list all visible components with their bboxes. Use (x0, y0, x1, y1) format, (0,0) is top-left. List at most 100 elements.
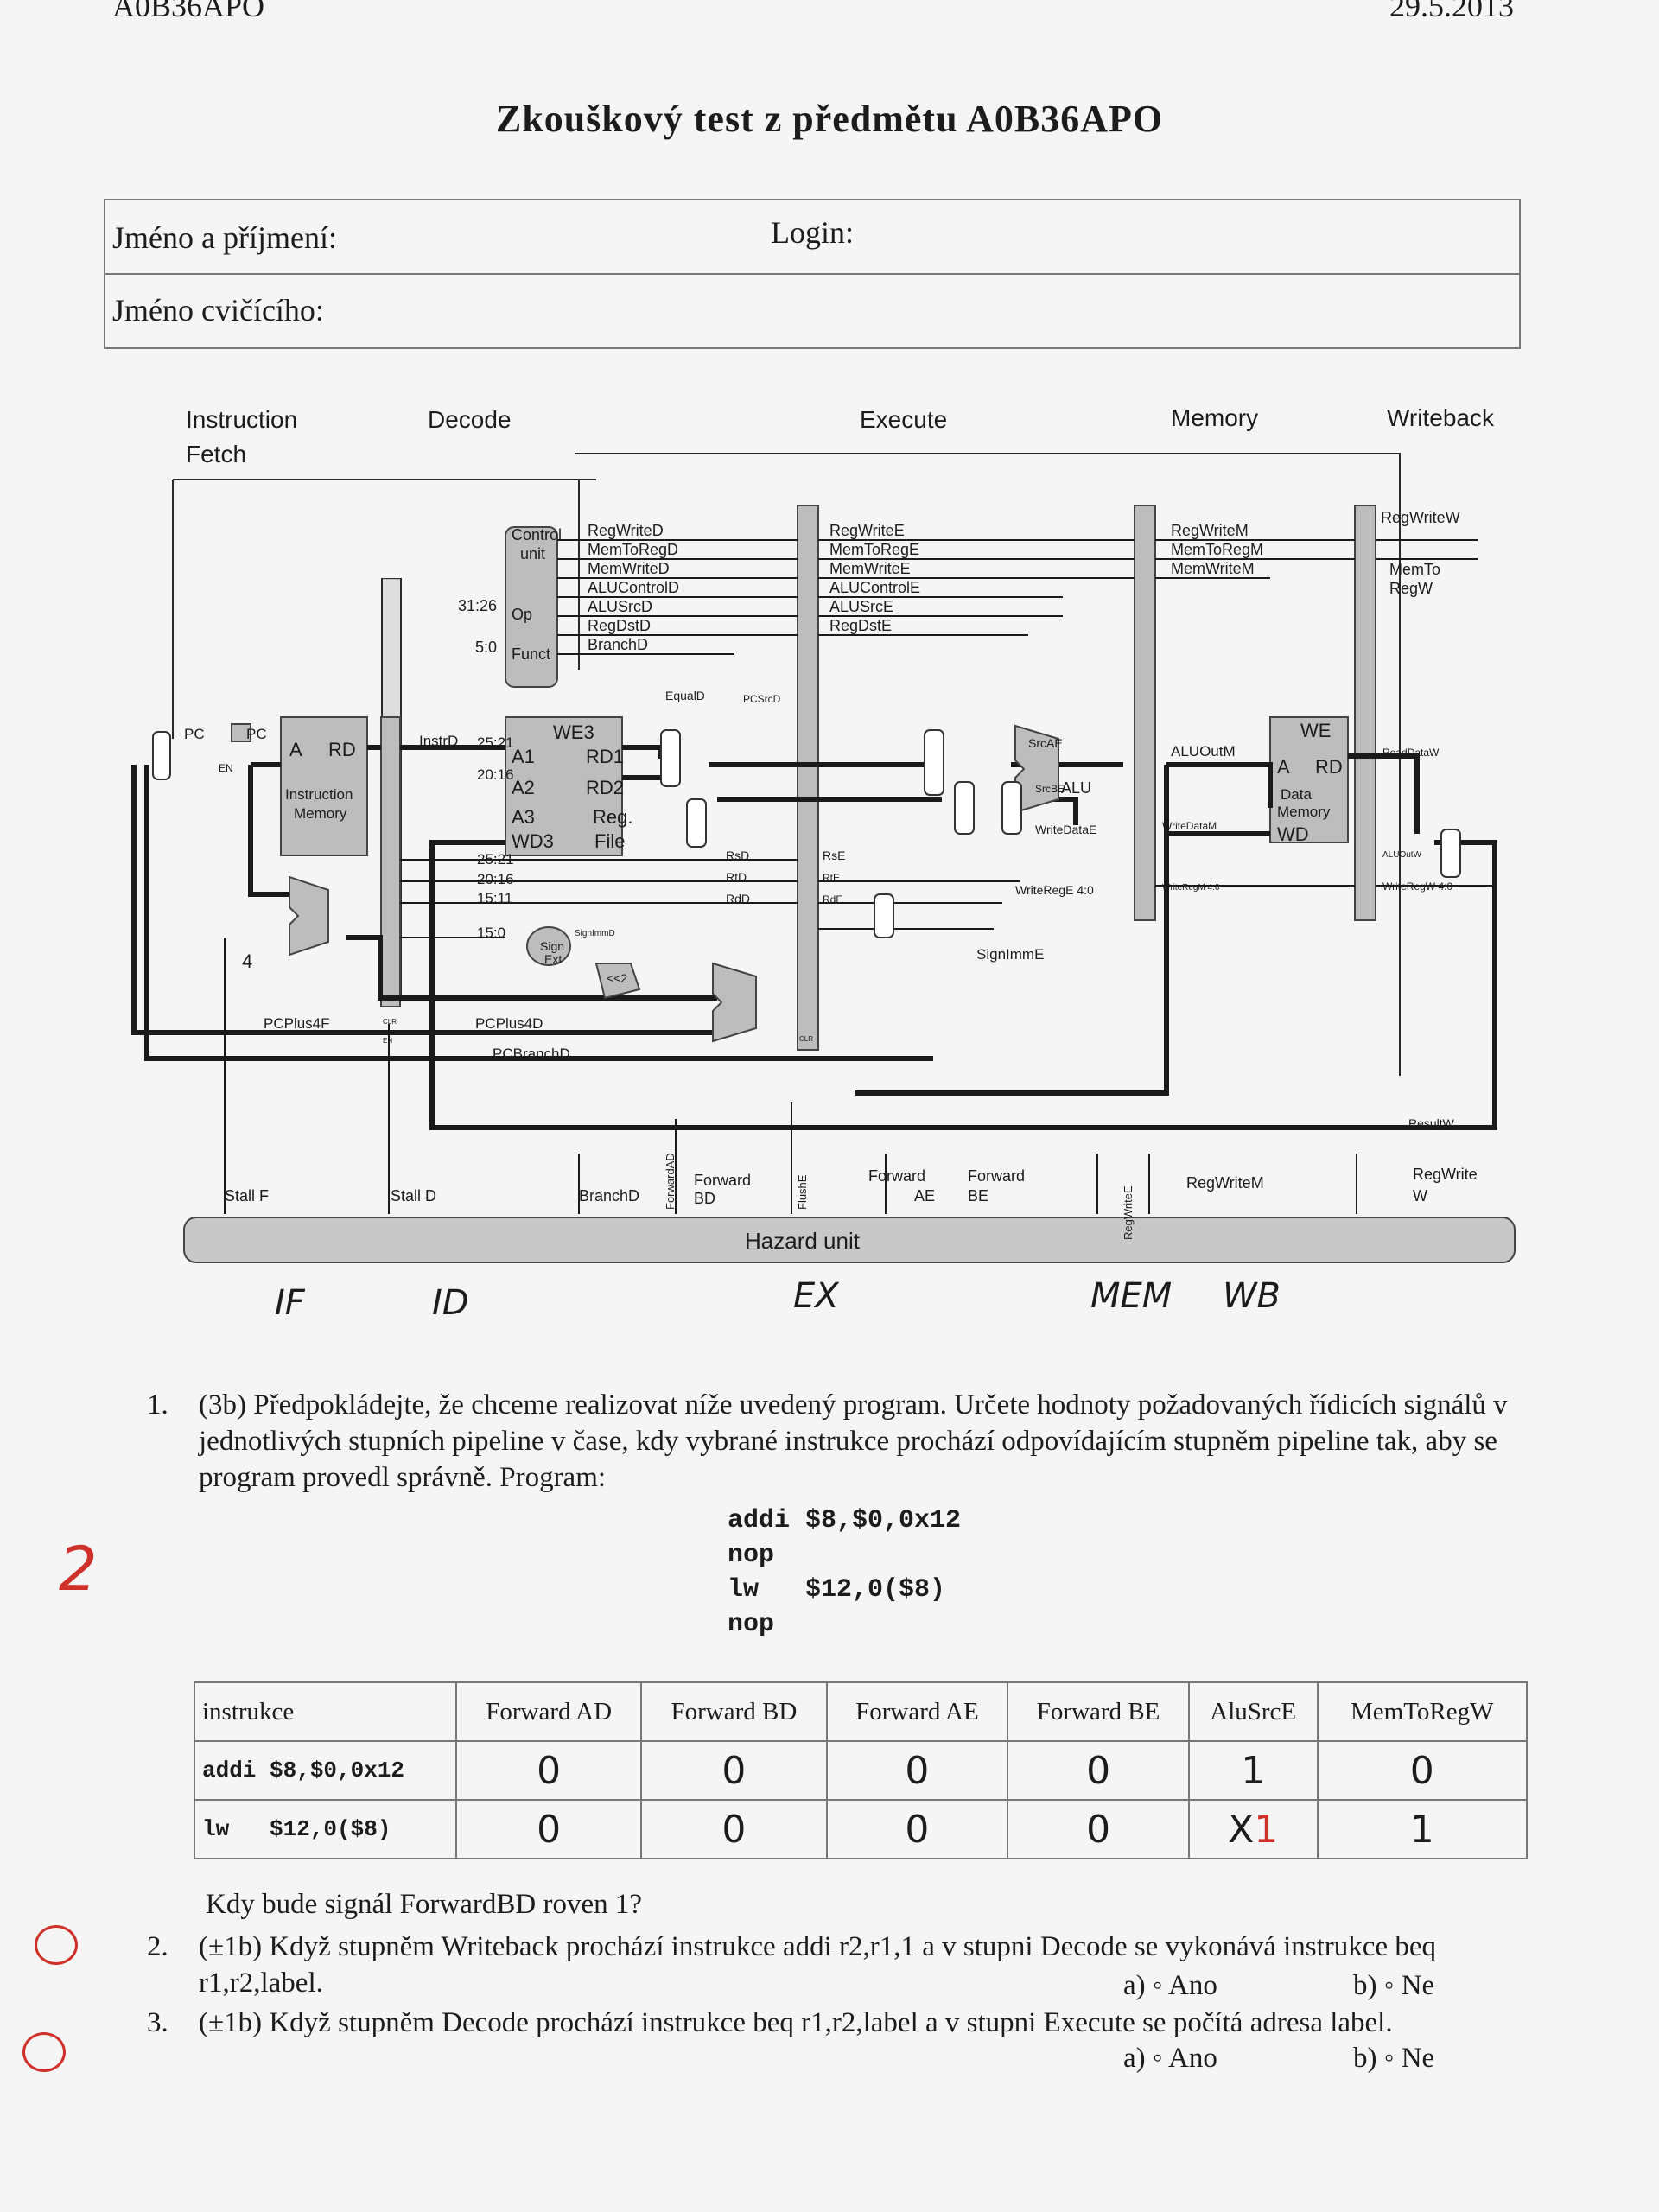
rf-a3: A3 (512, 806, 535, 828)
wire-aluoutw: ALUOutW (1382, 850, 1422, 860)
cell-forward-be[interactable]: 0 (1007, 1799, 1190, 1859)
const-4: 4 (242, 950, 252, 972)
hz-branchd: BranchD (579, 1187, 639, 1205)
table-header-row: instrukce Forward AD Forward BD Forward … (194, 1681, 1528, 1742)
cell-forward-ae[interactable]: 0 (825, 1799, 1009, 1859)
wire-resultw: ResultW (1408, 1116, 1455, 1130)
hz-stalld: Stall D (391, 1187, 436, 1205)
col-forward-ad: Forward AD (454, 1681, 643, 1742)
login-label: Login: (771, 215, 854, 250)
cell-forward-ae[interactable]: 0 (825, 1740, 1009, 1801)
sign-ext-label: Sign (540, 939, 564, 953)
dmem-label-2: Memory (1277, 804, 1331, 820)
student-info-box: Jméno a příjmení: Login: Jméno cvičícího… (104, 199, 1521, 349)
shift-left-2: <<2 (607, 971, 627, 985)
rf-we3: WE3 (553, 721, 594, 743)
dmem-label: Data (1281, 786, 1312, 803)
cell-forward-ad[interactable]: 0 (454, 1799, 643, 1859)
en-label: EN (219, 762, 233, 774)
rf-rd2: RD2 (586, 777, 624, 798)
hz-forwardae: Forward (868, 1167, 925, 1185)
hand-if: IF (275, 1283, 305, 1323)
question-2-number: 2. (147, 1931, 168, 1962)
wire-rsd: RsD (726, 849, 749, 862)
cell-forward-bd[interactable]: 0 (640, 1740, 828, 1801)
course-code: A0B36APO (112, 0, 265, 23)
cell-forward-ad[interactable]: 0 (454, 1740, 643, 1801)
dmem-we: WE (1300, 720, 1331, 741)
grading-circle (35, 1925, 78, 1965)
col-forward-bd: Forward BD (640, 1681, 828, 1742)
cell-memtoregw[interactable]: 0 (1316, 1740, 1528, 1801)
memwrite-m: MemWriteM (1171, 560, 1255, 577)
rf-a2: A2 (512, 777, 535, 798)
hand-id: ID (432, 1283, 469, 1323)
cell-forward-be[interactable]: 0 (1007, 1740, 1190, 1801)
control-unit-label: Control (512, 526, 562, 543)
row-instr: addi $8,$0,0x12 (194, 1740, 457, 1801)
forwardbd-question: Kdy bude signál ForwardBD roven 1? (206, 1889, 642, 1920)
funct-label: Funct (512, 645, 550, 663)
regwrite-e: RegWriteE (830, 522, 905, 539)
hazard-unit-box (183, 1217, 1516, 1263)
hand-wb: WB (1223, 1276, 1281, 1316)
wire-pcbranchd: PCBranchD (493, 1046, 570, 1062)
q3-option-b[interactable]: b) ◦ Ne (1353, 2043, 1435, 2074)
cell-memtoregw[interactable]: 1 (1316, 1799, 1528, 1859)
bits-25-21: 25:21 (477, 734, 514, 751)
clr-label: CLR (799, 1035, 813, 1043)
wire-writeregw: WriteRegW 4:0 (1382, 880, 1452, 893)
wire-equald: EqualD (665, 689, 705, 702)
imem-a: A (289, 739, 302, 760)
stage-if-2: Fetch (186, 441, 246, 467)
hazard-unit-label: Hazard unit (745, 1228, 861, 1254)
cell-forward-bd[interactable]: 0 (640, 1799, 828, 1859)
bits-20-16: 20:16 (477, 766, 514, 783)
question-1: 1. (3b) Předpokládejte, že chceme realiz… (147, 1387, 1521, 1496)
wire-writedatae: WriteDataE (1035, 823, 1096, 836)
rf-file: File (594, 830, 625, 852)
wire-rtd: RtD (726, 870, 747, 884)
name-label: Jméno a příjmení: (112, 220, 337, 255)
imem-label: Instruction (285, 786, 353, 803)
page-title: Zkouškový test z předmětu A0B36APO (495, 98, 1164, 140)
rf-reg: Reg. (593, 806, 632, 828)
question-3: 3. (±1b) Když stupněm Decode prochází in… (147, 2005, 1521, 2041)
correction-mark: 1 (1254, 1807, 1279, 1852)
question-2: 2. (±1b) Když stupněm Writeback prochází… (147, 1929, 1521, 2001)
exam-date: 29.5.2013 (1389, 0, 1514, 23)
alu-label: ALU (1061, 779, 1091, 797)
cell-alusrce[interactable]: 1 (1187, 1740, 1319, 1801)
rf-wd3: WD3 (512, 830, 554, 852)
code-line: nop (728, 1610, 775, 1639)
hz-forwardbe-2: BE (968, 1187, 988, 1205)
q3-option-a[interactable]: a) ◦ Ano (1123, 2043, 1217, 2074)
stage-mem: Memory (1171, 404, 1258, 431)
imem-rd: RD (328, 739, 356, 760)
alucontrol-e: ALUControlE (830, 579, 920, 596)
code-line: lw $12,0($8) (728, 1575, 946, 1605)
bits-15-11: 15:11 (477, 890, 512, 906)
bits-31-26: 31:26 (458, 597, 497, 614)
wire-rdd: RdD (726, 892, 750, 906)
cell-alusrce[interactable]: X1 (1187, 1799, 1319, 1859)
regwrite-w: RegWriteW (1381, 509, 1460, 526)
op-label: Op (512, 606, 532, 623)
instr-d: InstrD (419, 733, 458, 749)
question-3-number: 3. (147, 2007, 168, 2038)
info-row-name: Jméno a příjmení: Login: (105, 200, 1519, 275)
memwrite-e: MemWriteE (830, 560, 911, 577)
row-instr: lw $12,0($8) (194, 1799, 457, 1859)
stage-wb: Writeback (1387, 404, 1495, 431)
q2-option-b[interactable]: b) ◦ Ne (1353, 1970, 1435, 2001)
grading-circle (22, 2032, 66, 2072)
q2-option-a[interactable]: a) ◦ Ano (1123, 1970, 1217, 2001)
wire-writeregm: WriteRegM 4:0 (1162, 883, 1220, 893)
table-row: lw $12,0($8) 0 0 0 0 X1 1 (194, 1799, 1528, 1859)
table-row: addi $8,$0,0x12 0 0 0 0 1 0 (194, 1740, 1528, 1801)
wire-aluoutm: ALUOutM (1171, 743, 1236, 760)
question-1-number: 1. (147, 1389, 168, 1421)
pc-label: PC (246, 726, 267, 742)
handwritten-stage-labels: IF ID EX MEM WB (0, 1266, 1659, 1335)
wire-readdataw: ReadDataW (1382, 747, 1440, 759)
